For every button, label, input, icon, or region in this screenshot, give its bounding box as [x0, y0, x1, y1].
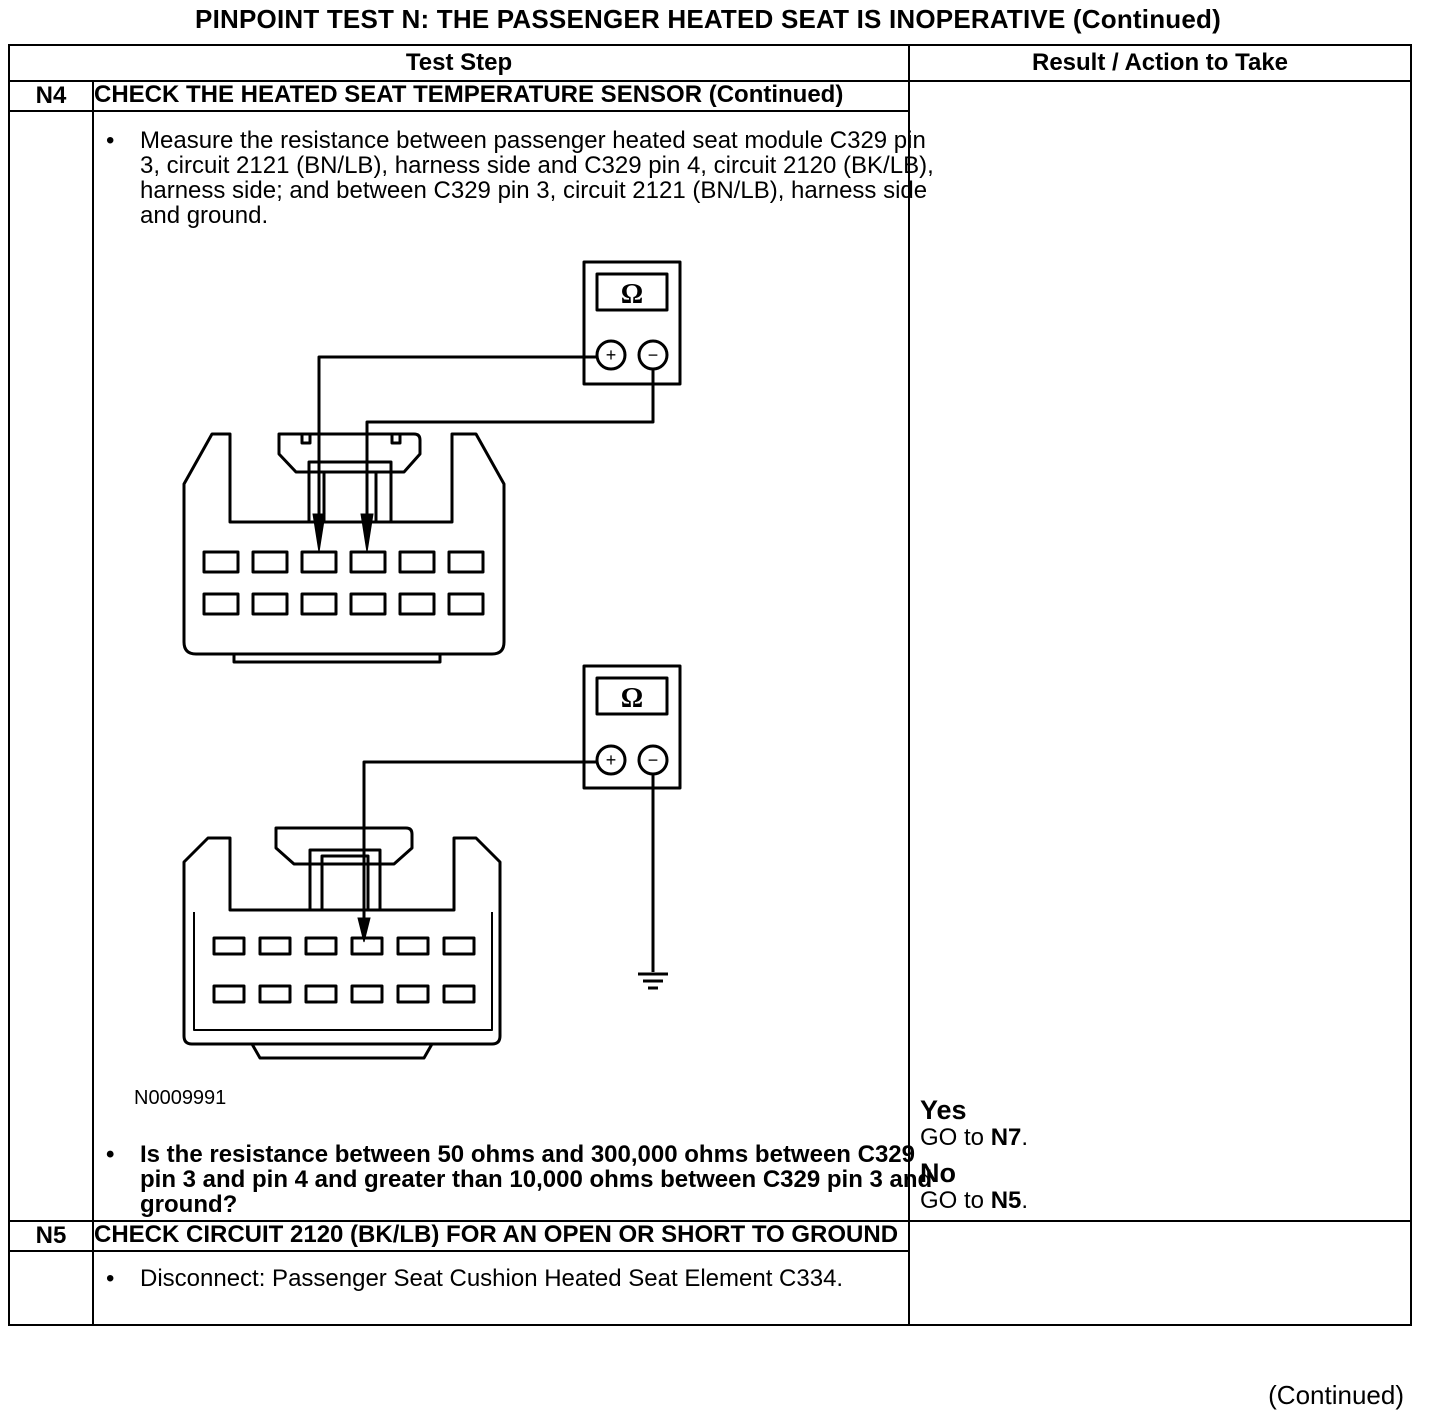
step-n5-spacer — [8, 1250, 94, 1326]
step-n5-body-row: •Disconnect: Passenger Seat Cushion Heat… — [8, 1250, 1411, 1326]
connector-c329-bottom — [182, 826, 502, 1060]
step-n4-body-row: •Measure the resistance between passenge… — [8, 110, 1411, 1222]
no-target-link[interactable]: N5 — [990, 1187, 1022, 1214]
ohmmeter-top-body — [582, 260, 682, 386]
ohmmeter-bottom-body — [582, 664, 682, 790]
ohm-symbol: Ω — [621, 683, 643, 714]
ohm-symbol: Ω — [621, 279, 643, 310]
table-header-row: Test Step Result / Action to Take — [8, 44, 1412, 82]
page-title: PINPOINT TEST N: THE PASSENGER HEATED SE… — [195, 4, 1221, 34]
test-step-header: Test Step — [8, 44, 910, 82]
figure-id: N0009991 — [134, 1087, 226, 1109]
connector-measurement-figure: Ω Ω + − + − N0009991 — [134, 260, 682, 1109]
yes-action: GO to N7. — [920, 1124, 1029, 1151]
minus-sign: − — [648, 750, 659, 770]
minus-sign: − — [648, 345, 659, 365]
instruction-bullet: •Disconnect: Passenger Seat Cushion Heat… — [106, 1265, 844, 1292]
continued-footer: (Continued) — [1268, 1380, 1404, 1410]
step-number-n5: N5 — [8, 1220, 94, 1252]
positive-terminal-icon — [595, 339, 627, 371]
no-action: GO to N5. — [920, 1187, 1029, 1214]
positive-terminal-icon — [595, 744, 627, 776]
ground-icon — [638, 972, 668, 990]
result-action-header: Result / Action to Take — [908, 44, 1412, 82]
step-n4-body: •Measure the resistance between passenge… — [92, 110, 934, 1222]
question-bullet: •Is the resistance between 50 ohms and 3… — [106, 1141, 933, 1218]
result-block-n4: Yes GO to N7. No GO to N5. — [920, 1096, 1028, 1214]
step-n4-title-row: N4 CHECK THE HEATED SEAT TEMPERATURE SEN… — [8, 80, 1412, 1222]
result-cell-n5 — [908, 1220, 1412, 1326]
probe-tip-positive — [312, 513, 326, 553]
positive-lead — [362, 760, 597, 922]
no-label: No — [920, 1158, 956, 1188]
probe-tip-positive — [357, 917, 371, 943]
plus-sign: + — [606, 345, 617, 365]
ohmmeter-top-display — [595, 272, 669, 312]
ohmmeter-bottom-display — [595, 676, 669, 716]
step-n5-title-row: N5 CHECK CIRCUIT 2120 (BK/LB) FOR AN OPE… — [8, 1220, 1412, 1326]
result-cell-n4: Yes GO to N7. No GO to N5. — [908, 80, 1412, 1222]
pinpoint-test-table: Test Step Result / Action to Take N4 CHE… — [8, 44, 1412, 1326]
step-n5-body: •Disconnect: Passenger Seat Cushion Heat… — [92, 1250, 910, 1326]
step-n4-spacer — [8, 110, 94, 1222]
negative-lead — [365, 369, 655, 517]
step-title-n4: CHECK THE HEATED SEAT TEMPERATURE SENSOR… — [92, 80, 910, 112]
yes-label: Yes — [920, 1095, 967, 1125]
ohmmeter-bottom — [582, 664, 682, 790]
instruction-bullet: •Measure the resistance between passenge… — [106, 127, 934, 229]
step-title-n5: CHECK CIRCUIT 2120 (BK/LB) FOR AN OPEN O… — [92, 1220, 910, 1252]
yes-target-link[interactable]: N7 — [990, 1124, 1022, 1151]
positive-lead — [317, 355, 597, 517]
probe-tip-negative — [360, 513, 374, 553]
connector-c329-top — [182, 432, 506, 664]
plus-sign: + — [606, 750, 617, 770]
step-number-n4: N4 — [8, 80, 94, 112]
